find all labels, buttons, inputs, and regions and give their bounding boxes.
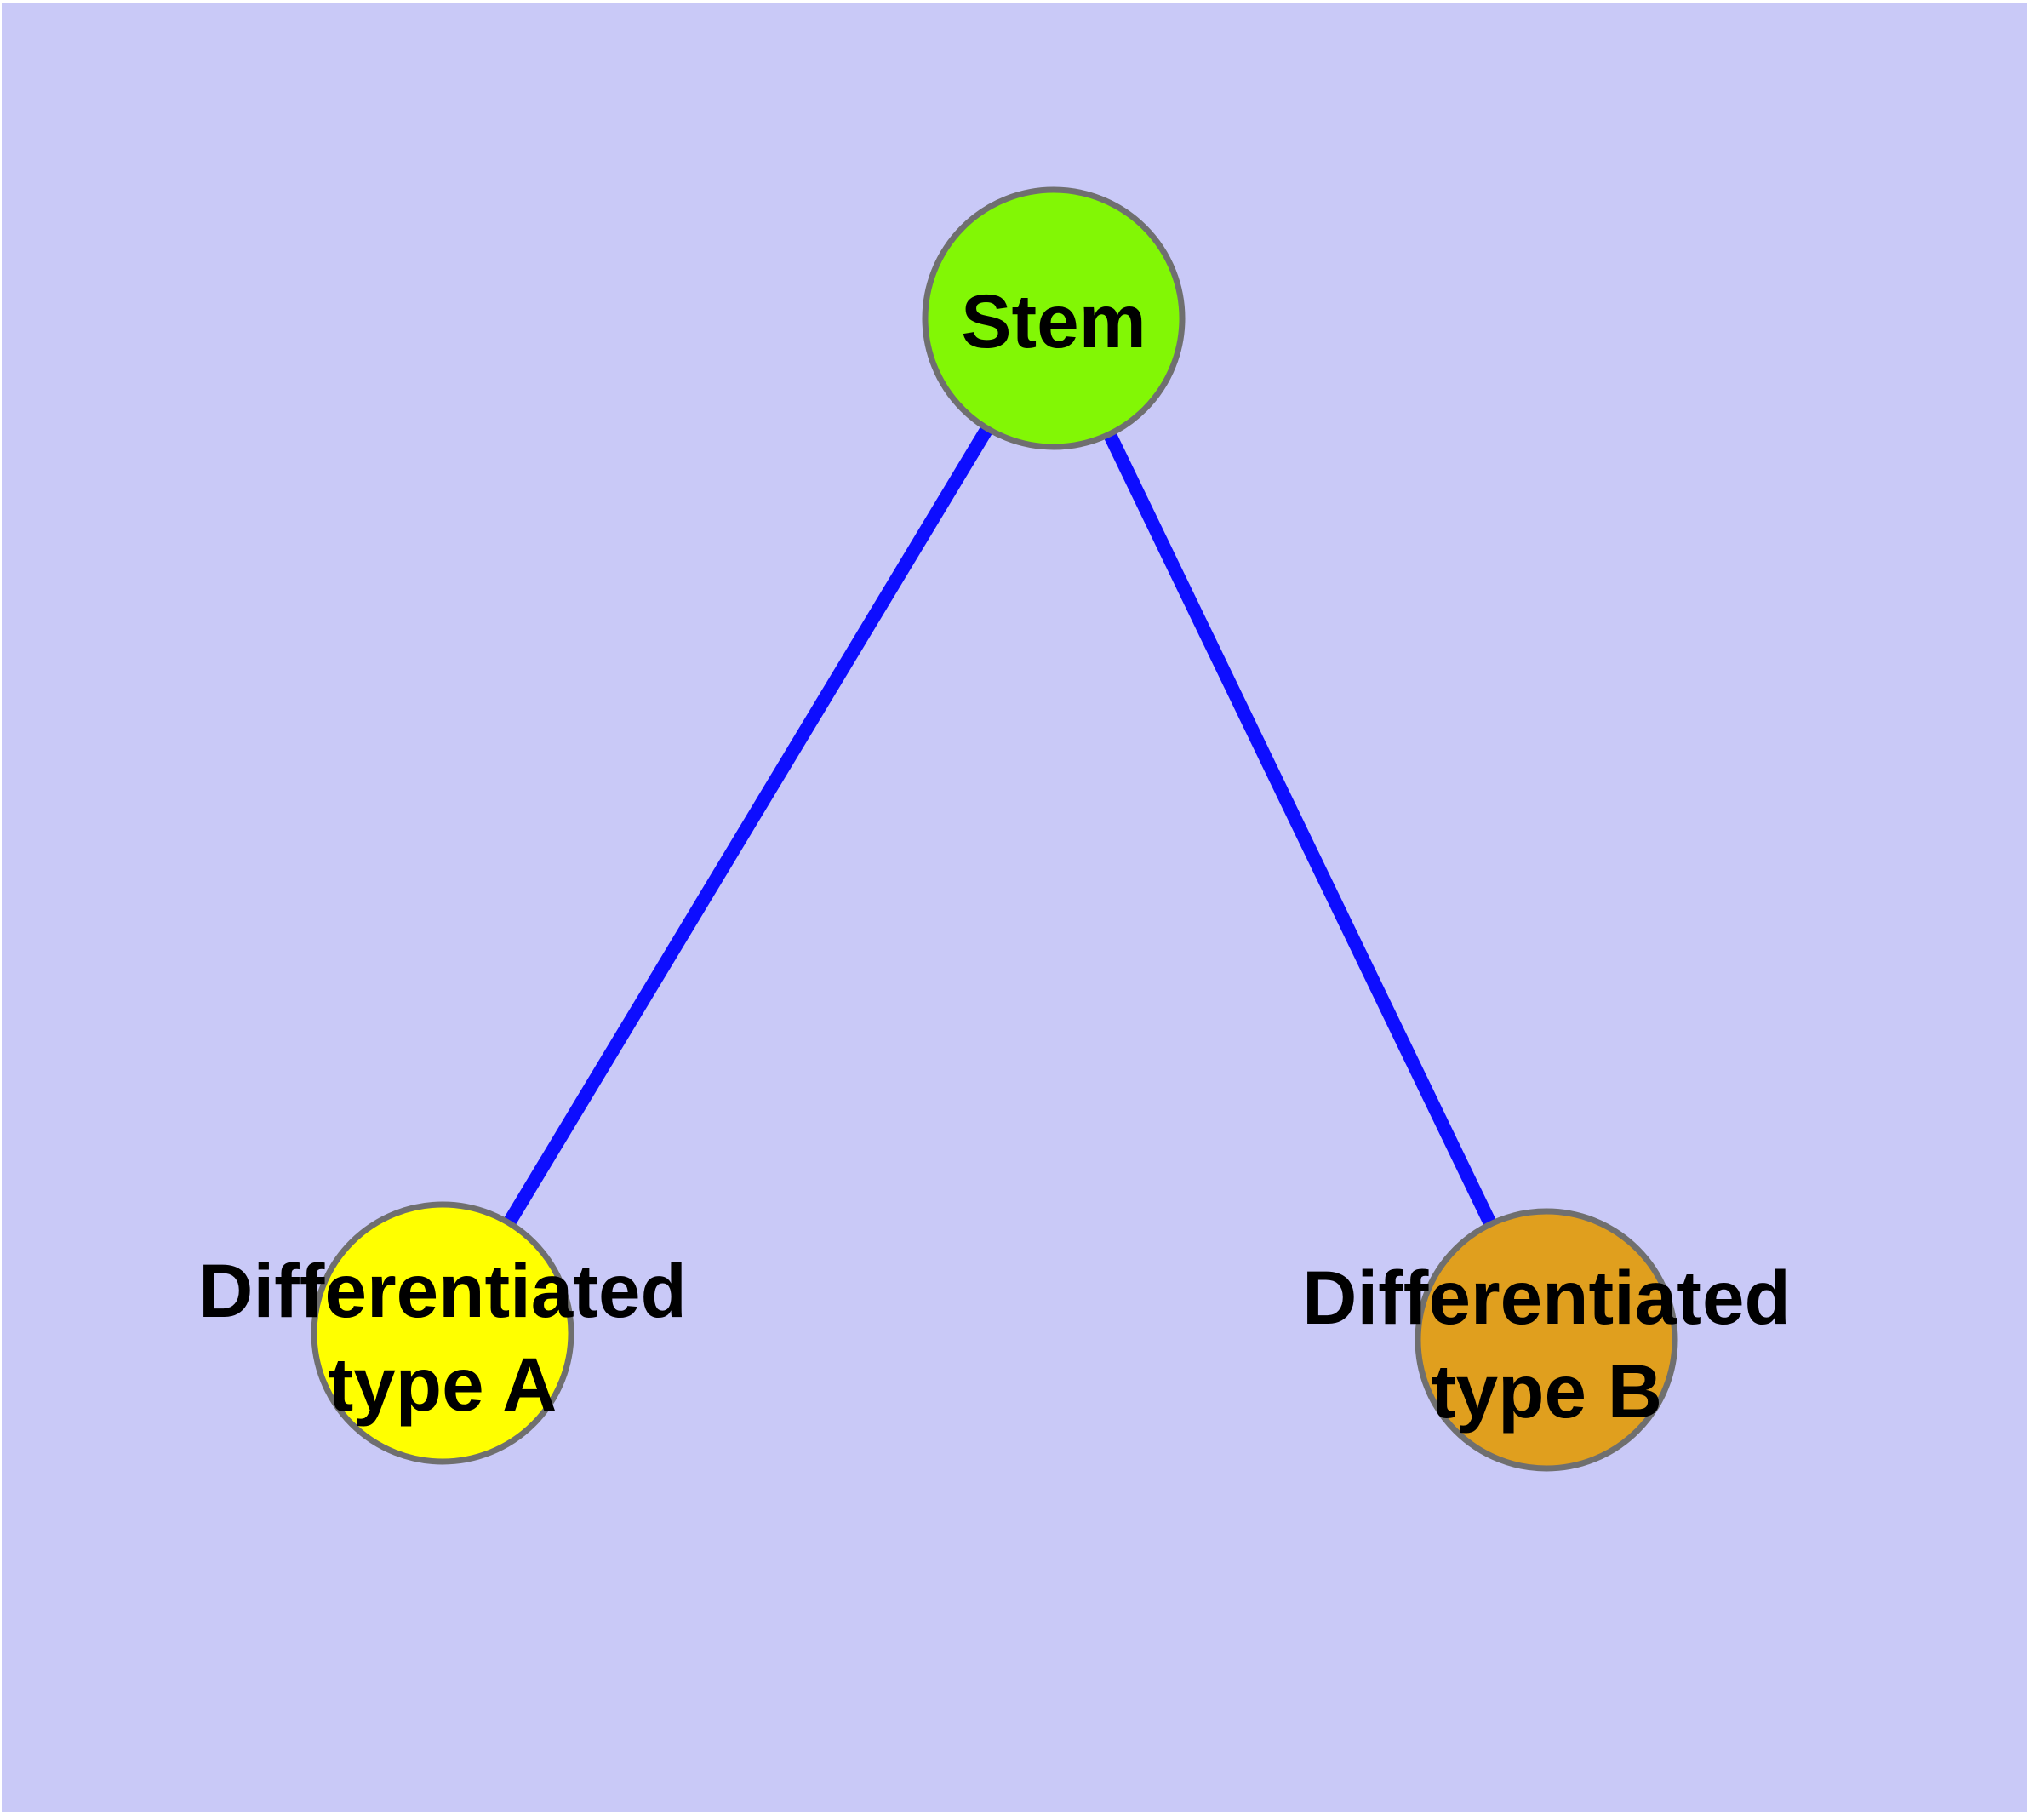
edge-stem-to-type-b (1047, 315, 1553, 1343)
node-stem (922, 186, 1186, 450)
node-type-a-label-line-1: Differentiated (198, 1248, 687, 1333)
edge-stem-to-type-a (437, 314, 1060, 1337)
node-differentiated-type-b (1415, 1208, 1678, 1472)
node-type-b-label: Differentiated type B (1302, 1255, 1791, 1434)
node-type-b-label-line-1: Differentiated (1302, 1255, 1791, 1340)
node-type-a-label-line-2: type A (329, 1342, 557, 1427)
node-stem-label: Stem (961, 278, 1146, 363)
node-differentiated-type-a (311, 1201, 574, 1465)
node-type-a-label: Differentiated type A (198, 1248, 687, 1427)
node-type-b-label-line-2: type B (1431, 1348, 1662, 1434)
